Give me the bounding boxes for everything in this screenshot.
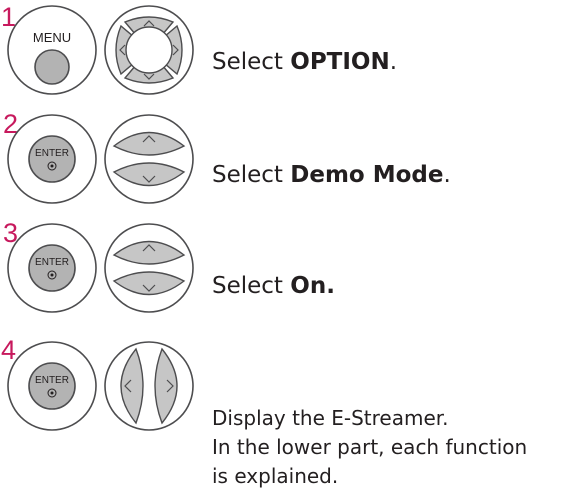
left-right-navigation-icon [104, 341, 194, 431]
step-4-description-line-3: is explained. [212, 464, 339, 488]
four-way-navigation-pad-icon [104, 5, 194, 95]
step-number-2: 2 [3, 109, 19, 139]
enter-button-icon: ENTER [7, 341, 97, 431]
up-down-navigation-icon [104, 223, 194, 313]
step-1-instruction: Select OPTION. [212, 49, 398, 75]
svg-text:ENTER: ENTER [35, 257, 69, 268]
menu-option-name: OPTION [290, 49, 390, 75]
step-2-instruction: Select Demo Mode. [212, 162, 451, 188]
menu-button-label: MENU [33, 30, 71, 45]
step-number-1: 1 [1, 2, 17, 32]
menu-option-name: On. [290, 273, 335, 299]
step-2-remote-icons: ENTER [7, 114, 194, 204]
svg-text:ENTER: ENTER [35, 375, 69, 386]
menu-option-name: Demo Mode [290, 162, 444, 188]
step-4-description-line-1: Display the E-Streamer. [212, 406, 449, 430]
step-3-instruction: Select On. [212, 273, 335, 299]
up-down-navigation-icon [104, 114, 194, 204]
step-3-remote-icons: ENTER [7, 223, 194, 313]
step-1-remote-icons: MENU [7, 5, 194, 95]
enter-button-icon: ENTER [7, 223, 97, 313]
step-4-remote-icons: ENTER [7, 341, 194, 431]
svg-text:ENTER: ENTER [35, 148, 69, 159]
step-number-4: 4 [1, 335, 17, 365]
enter-button-icon: ENTER [7, 114, 97, 204]
step-4-description-line-2: In the lower part, each function [212, 435, 528, 459]
menu-button-icon: MENU [7, 5, 97, 95]
step-number-3: 3 [3, 218, 19, 248]
